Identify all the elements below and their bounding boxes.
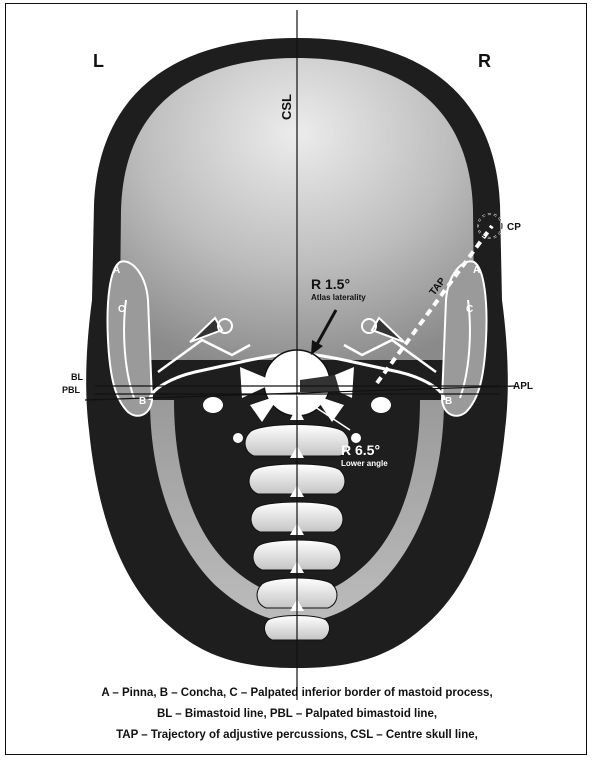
caption-line-2: BL – Bimastoid line, PBL – Palpated bima…	[10, 704, 584, 725]
caption-line-3: TAP – Trajectory of adjustive percussion…	[10, 725, 584, 746]
atlas-text-label: Atlas laterality	[311, 293, 366, 302]
left-side-label: L	[93, 51, 104, 71]
right-a-label: A	[473, 265, 480, 276]
right-c-label: C	[466, 304, 473, 315]
right-side-label: R	[478, 51, 491, 71]
cp-label: CP	[507, 222, 521, 233]
csl-label: CSL	[279, 94, 294, 120]
lower-value-label: R 6.5°	[341, 442, 380, 458]
pbl-label: PBL	[62, 385, 81, 395]
figure-caption: A – Pinna, B – Concha, C – Palpated infe…	[10, 683, 584, 746]
bl-label: BL	[71, 372, 83, 382]
left-c-label: C	[118, 304, 125, 315]
caption-line-1: A – Pinna, B – Concha, C – Palpated infe…	[10, 683, 584, 704]
apl-label: APL	[513, 381, 533, 392]
right-b-label: B	[445, 396, 452, 407]
left-b-label: B	[139, 396, 146, 407]
atlas-value-label: R 1.5°	[311, 276, 350, 292]
left-a-label: A	[113, 265, 120, 276]
lower-text-label: Lower angle	[341, 459, 388, 468]
